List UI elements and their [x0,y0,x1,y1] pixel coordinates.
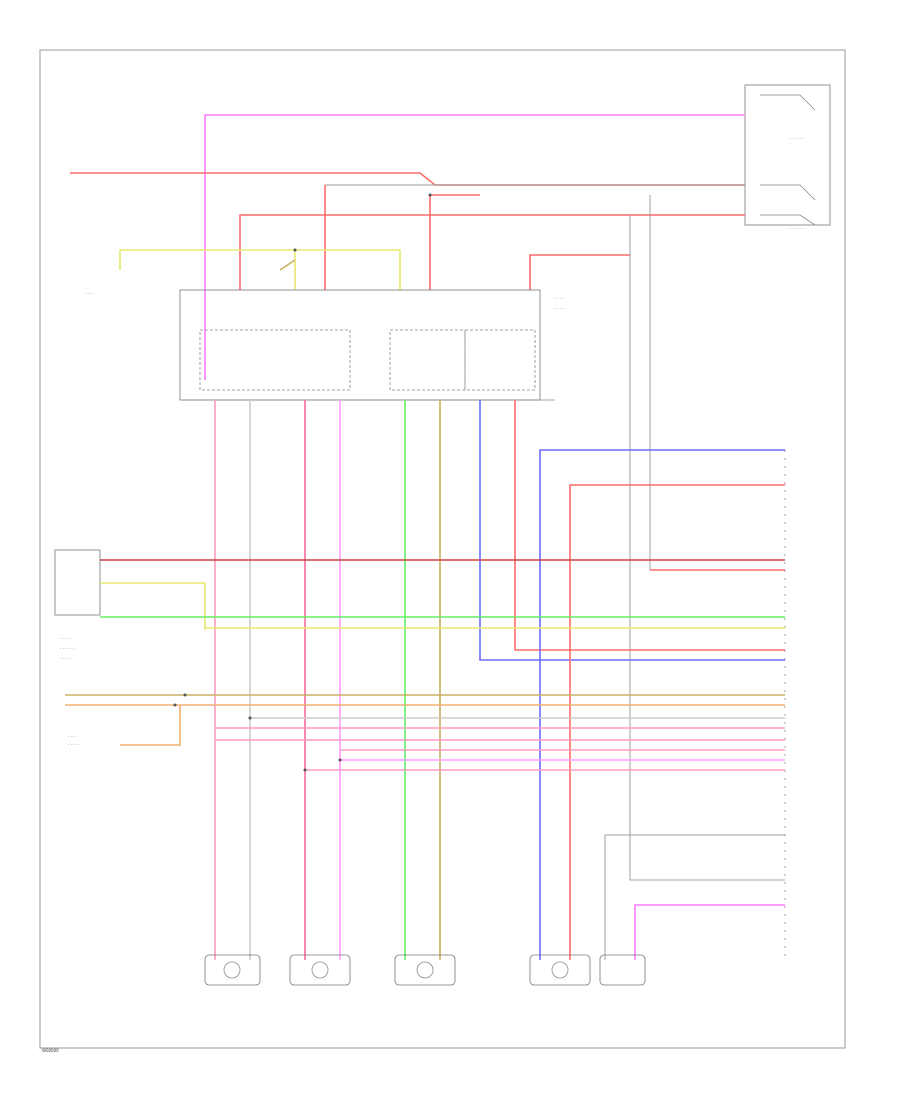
svg-text:· · · · · ·: · · · · · · [60,646,74,651]
left-connector: · · · · · · · · · · · · · · · · [54,549,101,661]
horizontal-bus: · · · · · · · · · [65,559,785,771]
ground-label: · · · · [85,291,94,296]
motor-lumbar [204,954,261,986]
seat-switch-assembly: · · · · · · · · · · · · [744,84,831,231]
motor-recline [529,954,646,986]
motor-slide [394,954,456,986]
footer-code: W00000 [42,1048,59,1053]
seat-control-module: · · · · · · · · [179,289,564,401]
svg-text:· · · · · ·: · · · · · · [790,136,804,141]
motor-tilt [289,954,351,986]
right-side-wires [539,449,786,960]
svg-text:· · · · · ·: · · · · · · [790,226,804,231]
module-output-wires [214,400,785,960]
top-wiring: · · · · [70,114,785,881]
svg-text:· · · ·: · · · · [68,734,77,739]
svg-text:· · · · ·: · · · · · [68,742,79,747]
junction-dots [173,193,432,772]
svg-text:· · · ·: · · · · [555,296,564,301]
svg-text:· · · · ·: · · · · · [60,656,71,661]
svg-text:· · · · ·: · · · · · [60,636,71,641]
diagram-frame [39,49,846,1049]
svg-text:· · · ·: · · · · [555,306,564,311]
